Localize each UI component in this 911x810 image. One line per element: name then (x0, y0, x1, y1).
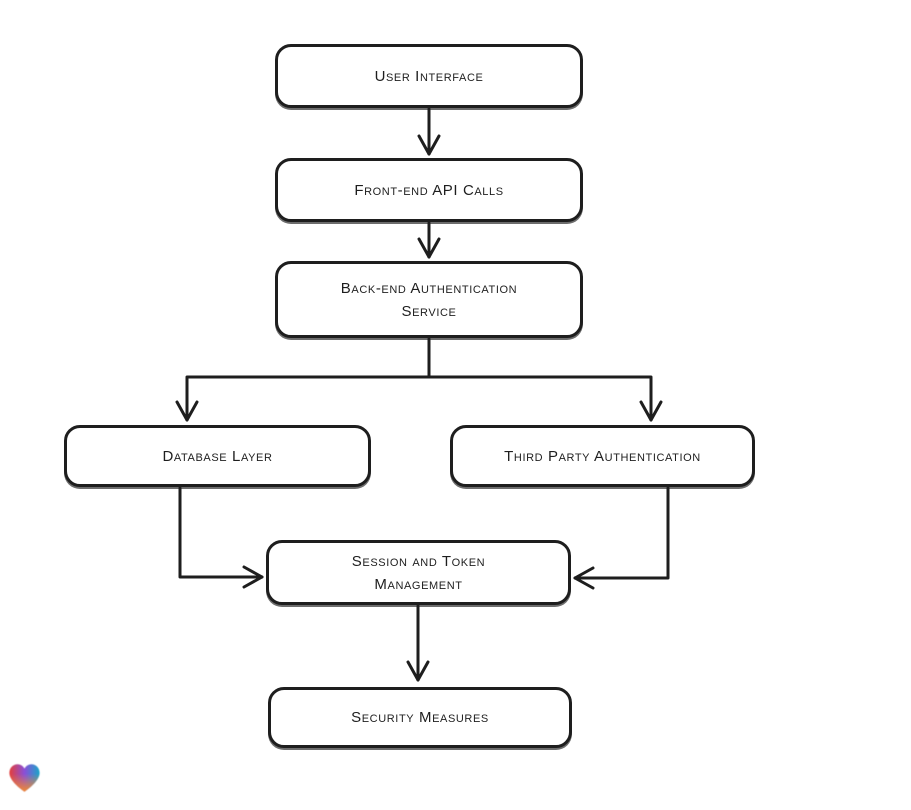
edge-third-party-auth-to-session-token[interactable] (573, 486, 670, 590)
node-label-user-interface: User Interface (374, 67, 484, 85)
node-session-and-token-management[interactable]: Session and Token Management (266, 540, 571, 605)
node-label-back-end-authentication-service: Back-end Authentication Service (340, 279, 518, 320)
node-front-end-api-calls[interactable]: Front-end API Calls (275, 158, 583, 222)
node-back-end-authentication-service[interactable]: Back-end Authentication Service (275, 261, 583, 338)
node-user-interface[interactable]: User Interface (275, 44, 583, 108)
heart-icon (9, 764, 40, 792)
edge-back-end-auth-to-third-party-auth[interactable] (427, 375, 663, 422)
edge-database-layer-to-session-token[interactable] (178, 486, 264, 589)
node-security-measures[interactable]: Security Measures (268, 687, 572, 748)
node-label-session-and-token-management: Session and Token Management (351, 552, 486, 593)
node-label-security-measures: Security Measures (351, 709, 489, 726)
node-label-database-layer: Database Layer (162, 447, 273, 465)
gradient-heart-logo[interactable] (8, 762, 41, 794)
edge-back-end-auth-to-database-layer[interactable] (175, 375, 431, 422)
node-label-third-party-authentication: Third Party Authentication (504, 447, 701, 465)
node-database-layer[interactable]: Database Layer (64, 425, 371, 487)
node-label-front-end-api-calls: Front-end API Calls (354, 181, 504, 199)
node-third-party-authentication[interactable]: Third Party Authentication (450, 425, 755, 487)
